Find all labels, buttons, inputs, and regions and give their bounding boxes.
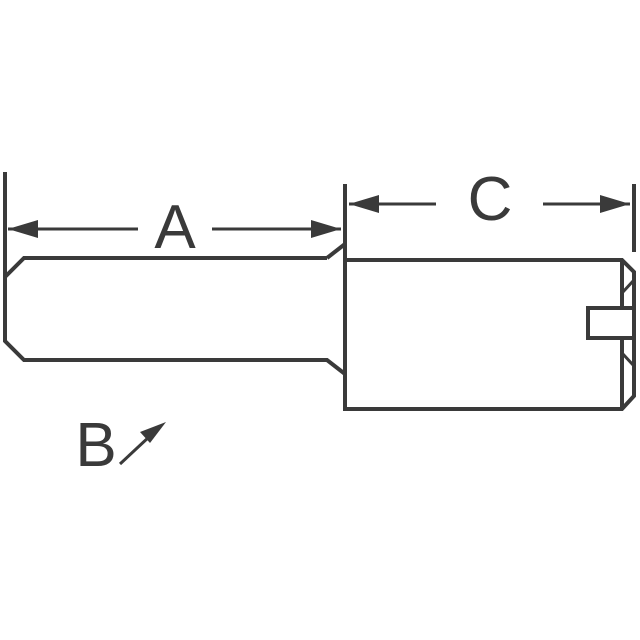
callout-b-arrow [140,422,166,443]
pin-head [343,244,636,411]
slot-outline [586,306,634,340]
head-slot [586,260,636,409]
dimension-a: A [8,193,341,262]
callout-b-leader [118,434,152,466]
pin-shaft [3,256,347,376]
dimension-a-arrow-left [8,220,38,238]
dimension-c-arrow-left [349,195,379,213]
pin-shoulder-upper [325,242,347,260]
callout-b: B [75,411,166,480]
dimension-c-label: C [468,165,513,234]
dimension-a-arrow-right [311,220,341,238]
dimension-c: C [349,165,630,234]
slot-bevel-lower [620,351,636,368]
dimension-c-arrow-right [600,195,630,213]
slot-bevel-upper [620,278,636,295]
callout-b-label: B [75,411,116,480]
dimension-a-label: A [154,193,196,262]
